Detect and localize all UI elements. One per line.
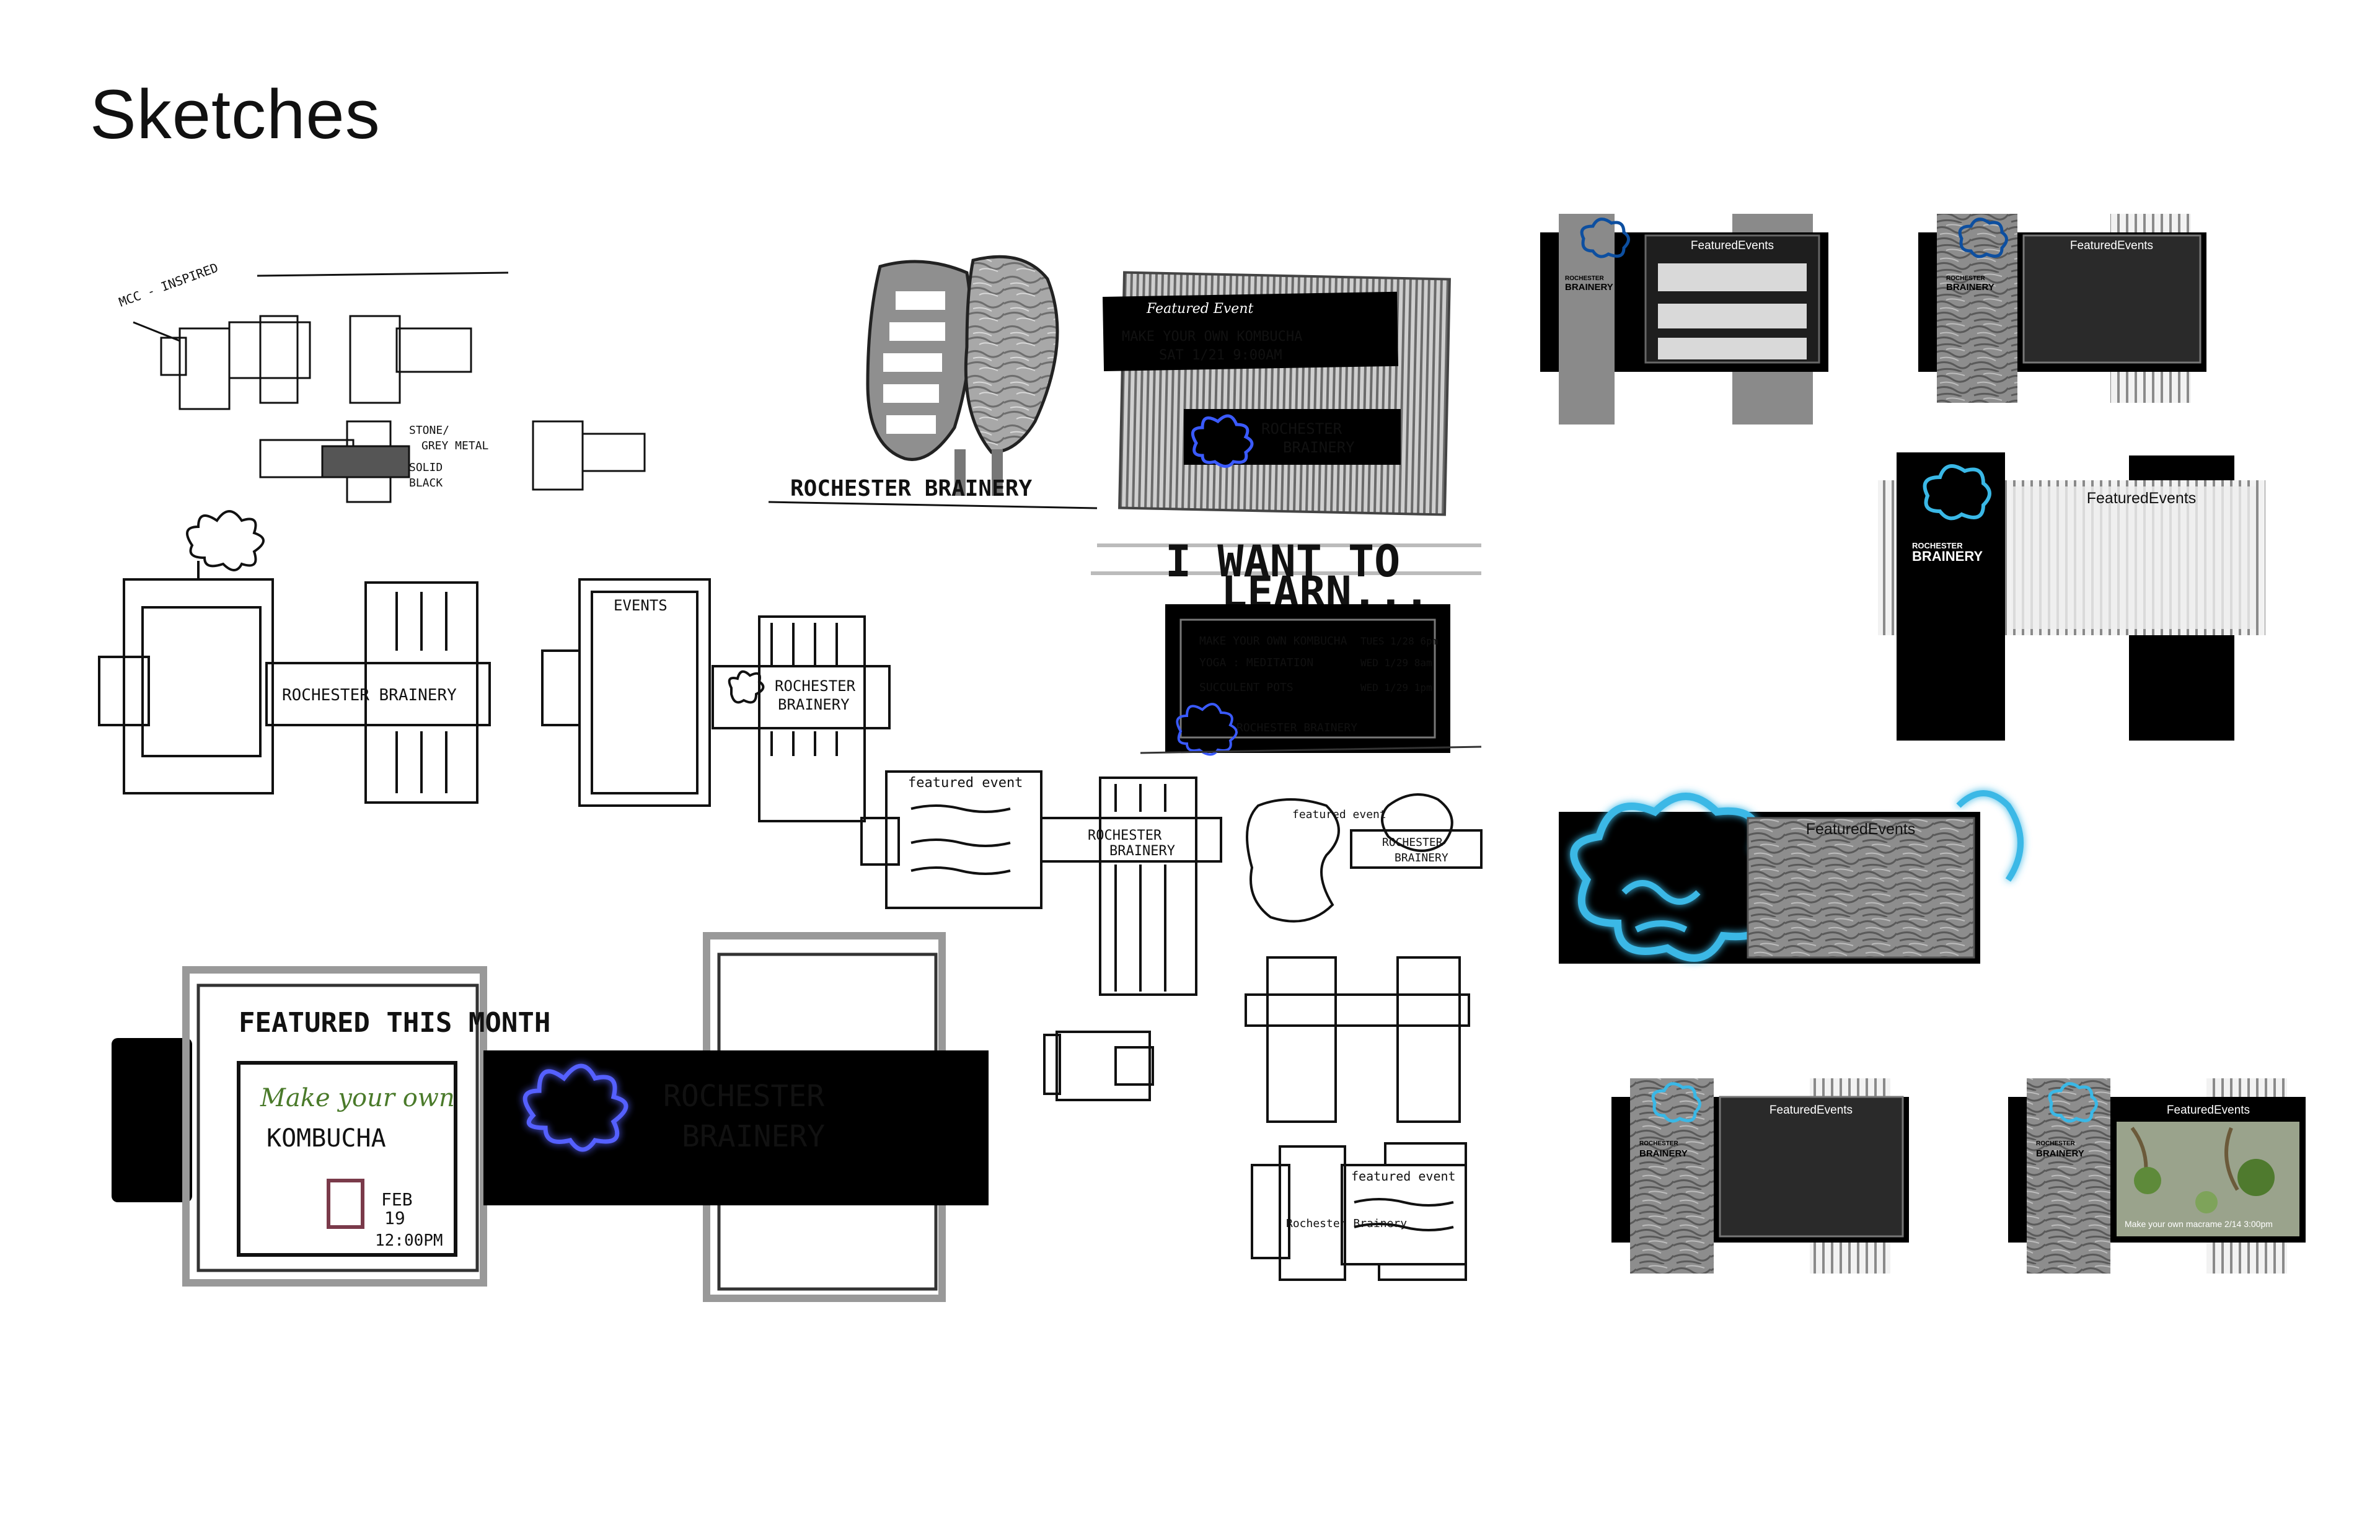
svg-text:ROCHESTER: ROCHESTER [2036, 1140, 2076, 1147]
line-sketch-1: ROCHESTER BRAINERY [98, 510, 491, 804]
svg-text:FEB: FEB [381, 1189, 413, 1210]
svg-text:SOLID: SOLID [409, 461, 443, 474]
svg-text:ROCHESTER: ROCHESTER [1946, 275, 1986, 282]
svg-text:featured event: featured event [1292, 808, 1386, 821]
svg-text:FeaturedEvents: FeaturedEvents [1806, 821, 1916, 838]
svg-text:SUCCULENT POTS: SUCCULENT POTS [1199, 681, 1294, 694]
render-3: ROCHESTER BRAINERY FeaturedEvents [1878, 452, 2265, 741]
svg-text:ROCHESTER: ROCHESTER [663, 1079, 824, 1114]
svg-text:Rochester Brainery: Rochester Brainery [1286, 1217, 1407, 1230]
line-sketch-5: Rochester Brainery featured event [1251, 1142, 1467, 1281]
page-title: Sketches [90, 76, 381, 153]
render-1: FeaturedEvents ROCHESTER BRAINERY [1540, 214, 1828, 425]
render-4: FeaturedEvents [1559, 790, 2024, 964]
svg-text:WED 1/29 1pm: WED 1/29 1pm [1360, 682, 1432, 693]
svg-text:featured event: featured event [1351, 1169, 1456, 1184]
svg-text:FeaturedEvents: FeaturedEvents [2070, 239, 2153, 252]
svg-text:FeaturedEvents: FeaturedEvents [1770, 1104, 1853, 1117]
svg-text:ROCHESTER BRAINERY: ROCHESTER BRAINERY [282, 686, 457, 705]
svg-text:ROCHESTER: ROCHESTER [1565, 275, 1605, 282]
svg-text:I WANT TO: I WANT TO [1165, 536, 1400, 587]
svg-text:Featured Event: Featured Event [1146, 301, 1253, 317]
stone-paddle-sketch: ROCHESTER BRAINERY [768, 255, 1098, 509]
svg-text:BRAINERY: BRAINERY [1395, 851, 1448, 865]
svg-text:ROCHESTER: ROCHESTER [1261, 420, 1342, 438]
svg-text:BRAINERY: BRAINERY [1109, 843, 1175, 859]
svg-text:FeaturedEvents: FeaturedEvents [1691, 239, 1774, 252]
svg-text:KOMBUCHA: KOMBUCHA [267, 1124, 386, 1153]
svg-text:BRAINERY: BRAINERY [778, 696, 850, 713]
svg-text:FeaturedEvents: FeaturedEvents [2087, 490, 2197, 507]
svg-text:BRAINERY: BRAINERY [1639, 1148, 1688, 1159]
svg-text:ROCHESTER BRAINERY: ROCHESTER BRAINERY [790, 476, 1032, 501]
svg-text:featured event: featured event [908, 775, 1023, 791]
svg-text:ROCHESTER BRAINERY: ROCHESTER BRAINERY [1236, 721, 1357, 734]
svg-text:BRAINERY: BRAINERY [1565, 282, 1613, 293]
svg-text:ROCHESTER: ROCHESTER [1912, 541, 1963, 550]
svg-text:ROCHESTER: ROCHESTER [1088, 828, 1162, 843]
svg-text:12:00PM: 12:00PM [375, 1231, 443, 1250]
line-sketch-4: featured event ROCHESTER BRAINERY [1043, 793, 1483, 1123]
svg-text:BRAINERY: BRAINERY [1283, 439, 1355, 456]
thumbnail-sketches: MCC - INSPIRED STONE/ GREY METAL SOLID B… [117, 260, 646, 503]
svg-text:Make your own: Make your own [260, 1084, 455, 1112]
svg-text:GREY METAL: GREY METAL [421, 439, 489, 452]
svg-text:BLACK: BLACK [409, 477, 443, 490]
gray-wall-sketch: Featured Event MAKE YOUR OWN KOMBUCHA SA… [1102, 271, 1451, 516]
line-sketch-2: EVENTS ROCHESTER BRAINERY [541, 578, 891, 822]
svg-text:MAKE YOUR OWN KOMBUCHA: MAKE YOUR OWN KOMBUCHA [1122, 329, 1302, 345]
svg-text:BRAINERY: BRAINERY [682, 1119, 825, 1154]
mcc-note: MCC - INSPIRED [117, 260, 221, 309]
svg-text:MAKE YOUR OWN KOMBUCHA: MAKE YOUR OWN KOMBUCHA [1199, 635, 1347, 648]
svg-text:YOGA : MEDITATION: YOGA : MEDITATION [1199, 656, 1313, 669]
svg-text:BRAINERY: BRAINERY [2036, 1148, 2084, 1159]
svg-text:TUES 1/28 6pm: TUES 1/28 6pm [1360, 635, 1438, 647]
svg-text:ROCHESTER: ROCHESTER [1382, 836, 1443, 849]
svg-text:EVENTS: EVENTS [614, 597, 668, 614]
svg-text:BRAINERY: BRAINERY [1912, 548, 1983, 564]
svg-text:ROCHESTER: ROCHESTER [775, 677, 856, 695]
render-6: FeaturedEvents Make your own macrame 2/1… [2008, 1078, 2306, 1274]
featured-this-month-sketch: FEATURED THIS MONTH Make your own KOMBUC… [112, 932, 989, 1302]
svg-text:WED 1/29 8am: WED 1/29 8am [1360, 657, 1432, 669]
svg-text:Make your own macrame 2/14 3:0: Make your own macrame 2/14 3:00pm [2125, 1219, 2273, 1229]
render-5: FeaturedEvents ROCHESTER BRAINERY [1611, 1078, 1909, 1274]
svg-text:FeaturedEvents: FeaturedEvents [2167, 1104, 2250, 1117]
svg-text:BRAINERY: BRAINERY [1946, 282, 1994, 293]
svg-text:FEATURED THIS MONTH: FEATURED THIS MONTH [239, 1007, 550, 1039]
svg-text:19: 19 [384, 1208, 405, 1228]
i-want-to-learn-sketch: I WANT TO LEARN... MAKE YOUR OWN KOMBUCH… [1091, 536, 1482, 756]
render-2: FeaturedEvents ROCHESTER BRAINERY [1918, 214, 2206, 403]
line-sketch-3: featured event ROCHESTER BRAINERY [860, 770, 1222, 996]
svg-text:ROCHESTER: ROCHESTER [1639, 1140, 1679, 1147]
svg-text:SAT 1/21 9:00AM: SAT 1/21 9:00AM [1159, 348, 1282, 363]
svg-text:STONE/: STONE/ [409, 424, 449, 437]
